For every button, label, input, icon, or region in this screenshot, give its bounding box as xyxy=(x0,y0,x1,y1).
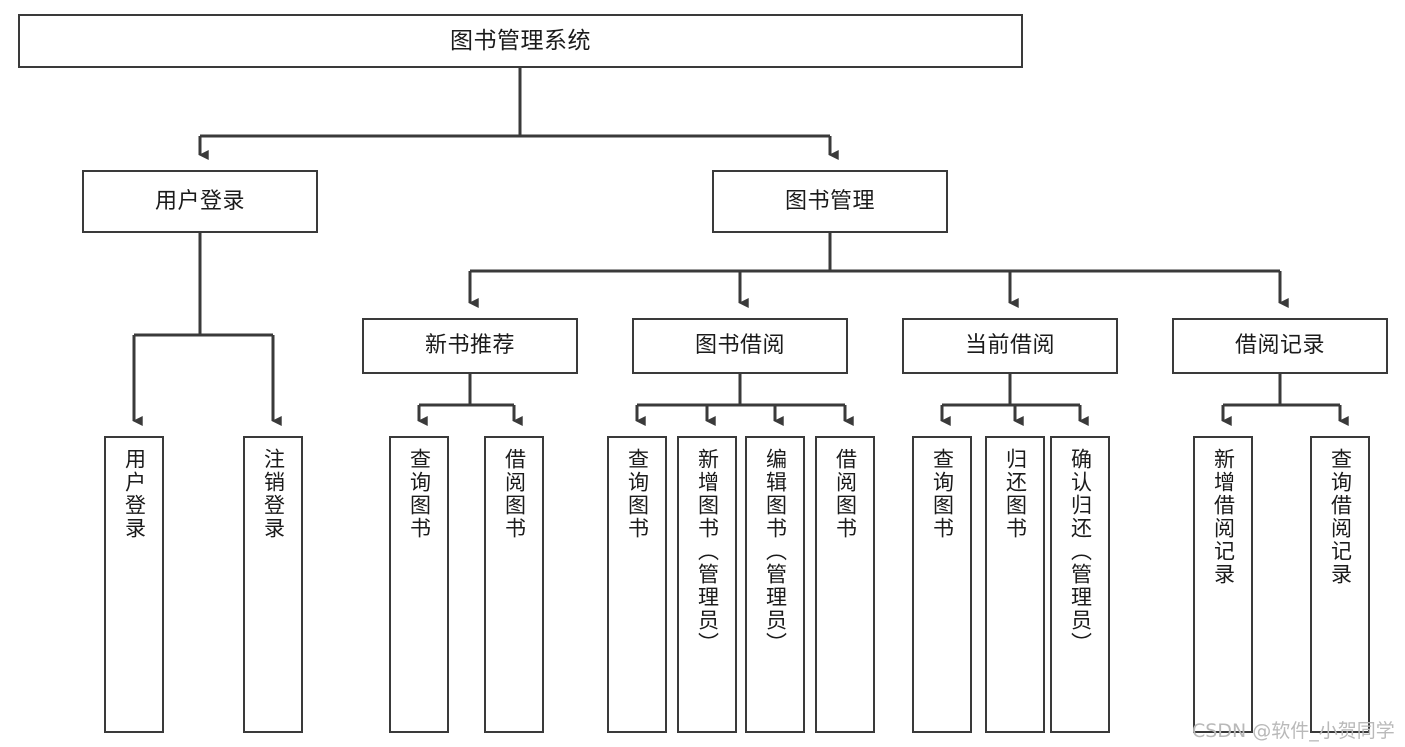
leaf-query-book-current-label: 查询图书 xyxy=(930,448,955,540)
watermark: CSDN @软件_小贺同学 xyxy=(1192,720,1395,742)
node-new-book-recommend[interactable]: 新书推荐 xyxy=(362,318,578,374)
leaf-add-borrow-record-label: 新增借阅记录 xyxy=(1211,448,1236,586)
leaf-return-book-label: 归还图书 xyxy=(1003,448,1028,540)
leaf-borrow-book-rec-label: 借阅图书 xyxy=(502,448,527,540)
node-borrow-record[interactable]: 借阅记录 xyxy=(1172,318,1388,374)
leaf-add-book-admin-label: 新增图书（管理员） xyxy=(695,448,720,655)
leaf-query-borrow-record[interactable]: 查询借阅记录 xyxy=(1310,436,1370,733)
leaf-borrow-book-label: 借阅图书 xyxy=(833,448,858,540)
leaf-add-borrow-record[interactable]: 新增借阅记录 xyxy=(1193,436,1253,733)
leaf-logout[interactable]: 注销登录 xyxy=(243,436,303,733)
leaf-query-book-borrow[interactable]: 查询图书 xyxy=(607,436,667,733)
node-root[interactable]: 图书管理系统 xyxy=(18,14,1023,68)
node-book-borrow[interactable]: 图书借阅 xyxy=(632,318,848,374)
leaf-logout-label: 注销登录 xyxy=(261,448,286,540)
node-book-borrow-label: 图书借阅 xyxy=(694,333,785,359)
leaf-add-book-admin[interactable]: 新增图书（管理员） xyxy=(677,436,737,733)
leaf-query-book-borrow-label: 查询图书 xyxy=(625,448,650,540)
leaf-borrow-book-rec[interactable]: 借阅图书 xyxy=(484,436,544,733)
leaf-edit-book-admin[interactable]: 编辑图书（管理员） xyxy=(745,436,805,733)
node-book-management[interactable]: 图书管理 xyxy=(712,170,948,233)
node-current-borrow-label: 当前借阅 xyxy=(964,333,1055,359)
leaf-edit-book-admin-label: 编辑图书（管理员） xyxy=(763,448,788,655)
node-user-login[interactable]: 用户登录 xyxy=(82,170,318,233)
leaf-borrow-book[interactable]: 借阅图书 xyxy=(815,436,875,733)
node-book-management-label: 图书管理 xyxy=(784,188,875,214)
node-user-login-label: 用户登录 xyxy=(154,188,245,214)
leaf-query-book-rec-label: 查询图书 xyxy=(407,448,432,540)
node-current-borrow[interactable]: 当前借阅 xyxy=(902,318,1118,374)
leaf-user-login[interactable]: 用户登录 xyxy=(104,436,164,733)
leaf-confirm-return-admin-label: 确认归还（管理员） xyxy=(1068,448,1093,655)
leaf-confirm-return-admin[interactable]: 确认归还（管理员） xyxy=(1050,436,1110,733)
leaf-query-borrow-record-label: 查询借阅记录 xyxy=(1328,448,1353,586)
node-root-label: 图书管理系统 xyxy=(450,27,591,54)
leaf-query-book-current[interactable]: 查询图书 xyxy=(912,436,972,733)
node-borrow-record-label: 借阅记录 xyxy=(1234,333,1325,359)
leaf-user-login-label: 用户登录 xyxy=(122,448,147,540)
leaf-return-book[interactable]: 归还图书 xyxy=(985,436,1045,733)
leaf-query-book-rec[interactable]: 查询图书 xyxy=(389,436,449,733)
node-new-book-recommend-label: 新书推荐 xyxy=(424,333,515,359)
